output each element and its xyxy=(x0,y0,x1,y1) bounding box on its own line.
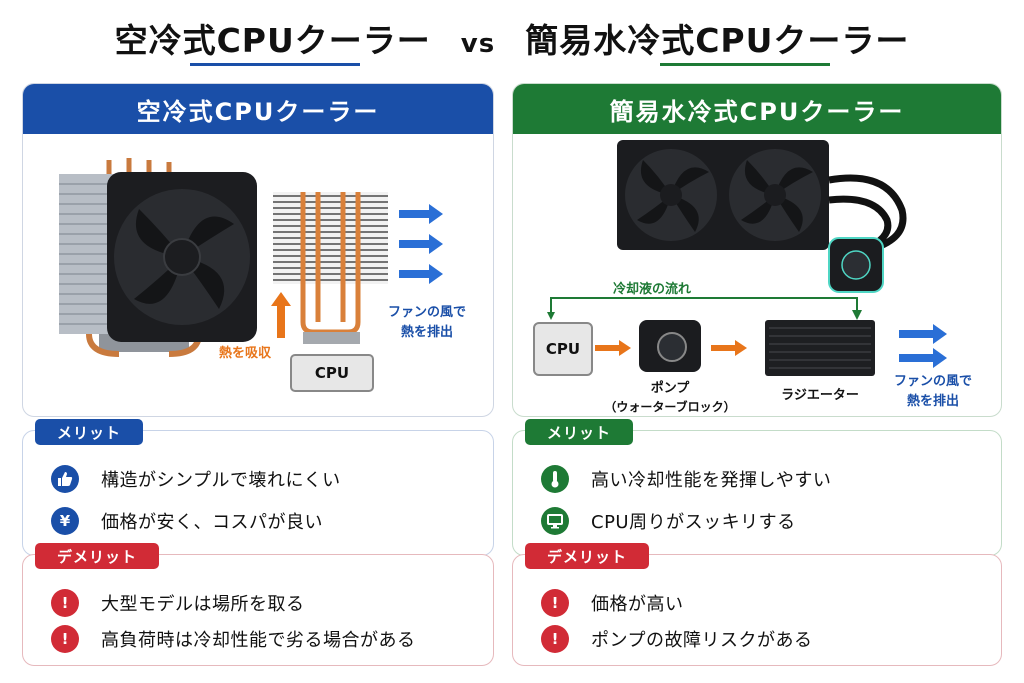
water-merit-text-2: CPU周りがスッキリする xyxy=(591,512,796,533)
air-panel-header: 空冷式CPUクーラー xyxy=(23,84,493,134)
air-demerits-tag: デメリット xyxy=(35,543,160,569)
air-cpu-label: CPU xyxy=(314,364,350,382)
air-merits-tag: メリット xyxy=(35,419,144,445)
vs-label: vs xyxy=(460,29,496,59)
air-merit-text-2: 価格が安く、コスパが良い xyxy=(101,512,323,533)
warning-icon: ! xyxy=(51,589,79,617)
air-demerit-item-2: ! 高負荷時は冷却性能で劣る場合がある xyxy=(51,623,416,655)
coolant-flow-arrow-icon xyxy=(547,297,862,320)
warning-glyph: ! xyxy=(61,630,69,648)
thumbs-up-icon xyxy=(51,465,79,493)
water-merit-item-1: 高い冷却性能を発揮しやすい xyxy=(541,463,831,495)
warning-icon: ! xyxy=(51,625,79,653)
yen-glyph: ¥ xyxy=(59,512,71,530)
warning-icon: ! xyxy=(541,589,569,617)
water-demerit-text-2: ポンプの故障リスクがある xyxy=(591,630,813,651)
air-cpu-chip: CPU xyxy=(290,354,374,392)
air-demerit-item-1: ! 大型モデルは場所を取る xyxy=(51,587,305,619)
air-cooler-panel: 空冷式CPUクーラー xyxy=(22,83,494,417)
warning-glyph: ! xyxy=(551,594,559,612)
absorb-arrow-icon xyxy=(271,292,291,338)
air-exhaust-line-1: ファンの風で xyxy=(387,305,466,320)
monitor-icon xyxy=(541,507,569,535)
water-cpu-chip: CPU xyxy=(533,322,593,376)
absorb-label: 熱を吸収 xyxy=(219,346,272,361)
water-exhaust-arrows-icon xyxy=(899,324,947,368)
water-panel-header: 簡易水冷式CPUクーラー xyxy=(513,84,1001,134)
radiator-label: ラジエーター xyxy=(781,388,859,403)
water-merit-text-1: 高い冷却性能を発揮しやすい xyxy=(591,470,832,491)
pump-label: ポンプ （ウォーターブロック） xyxy=(595,380,745,416)
air-merit-text-1: 構造がシンプルで壊れにくい xyxy=(101,470,341,491)
water-exhaust-line-1: ファンの風で xyxy=(893,374,972,389)
air-cooler-image xyxy=(59,158,257,357)
pump-logo xyxy=(657,332,687,362)
water-demerit-text-1: 価格が高い xyxy=(591,594,684,615)
coolant-flow-label: 冷却液の流れ xyxy=(613,282,692,297)
left-title-underline xyxy=(190,63,360,66)
air-merit-item-1: 構造がシンプルで壊れにくい xyxy=(51,463,341,495)
air-merits-box: メリット 構造がシンプルで壊れにくい ¥ 価格が安く、コスパが良い xyxy=(22,419,494,556)
water-cpu-label: CPU xyxy=(545,340,581,358)
main-title: 空冷式CPUクーラー vs 簡易水冷式CPUクーラー xyxy=(0,14,1024,62)
air-exhaust-line-2: 熱を排出 xyxy=(400,325,453,340)
water-demerit-item-2: ! ポンプの故障リスクがある xyxy=(541,623,812,655)
air-exhaust-arrows-icon xyxy=(399,204,443,284)
left-title: 空冷式CPUクーラー xyxy=(114,21,431,60)
air-demerit-text-2: 高負荷時は冷却性能で劣る場合がある xyxy=(101,630,416,651)
air-demerits-box: デメリット ! 大型モデルは場所を取る ! 高負荷時は冷却性能で劣る場合がある xyxy=(22,543,494,666)
air-panel-title: 空冷式CPUクーラー xyxy=(136,97,380,126)
pump-label-line-2: （ウォーターブロック） xyxy=(604,400,736,414)
aio-cooler-image xyxy=(617,140,907,293)
flow-arrow-2-icon xyxy=(711,340,747,356)
pump-label-line-1: ポンプ xyxy=(650,381,690,396)
air-merit-item-2: ¥ 価格が安く、コスパが良い xyxy=(51,505,323,537)
water-merits-tag: メリット xyxy=(525,419,634,445)
right-title-underline xyxy=(660,63,830,66)
water-exhaust-line-2: 熱を排出 xyxy=(906,394,959,409)
air-exhaust-label: ファンの風で 熱を排出 xyxy=(379,303,475,343)
warning-icon: ! xyxy=(541,625,569,653)
water-demerit-item-1: ! 価格が高い xyxy=(541,587,684,619)
yen-icon: ¥ xyxy=(51,507,79,535)
warning-glyph: ! xyxy=(551,630,559,648)
water-merit-item-2: CPU周りがスッキリする xyxy=(541,505,796,537)
flow-arrow-1-icon xyxy=(595,340,631,356)
thermometer-icon xyxy=(541,465,569,493)
water-demerits-box: デメリット ! 価格が高い ! ポンプの故障リスクがある xyxy=(512,543,1002,666)
water-demerits-tag: デメリット xyxy=(525,543,650,569)
heatsink-diagram xyxy=(273,192,388,344)
radiator-block xyxy=(765,320,875,376)
right-title: 簡易水冷式CPUクーラー xyxy=(525,21,910,60)
air-demerit-text-1: 大型モデルは場所を取る xyxy=(101,594,305,615)
water-cooler-panel: 簡易水冷式CPUクーラー 冷却液の流れ CPU xyxy=(512,83,1002,417)
water-exhaust-label: ファンの風で 熱を排出 xyxy=(885,372,981,412)
warning-glyph: ! xyxy=(61,594,69,612)
water-panel-title: 簡易水冷式CPUクーラー xyxy=(609,97,905,126)
water-merits-box: メリット 高い冷却性能を発揮しやすい CPU周りがスッキリする xyxy=(512,419,1002,556)
